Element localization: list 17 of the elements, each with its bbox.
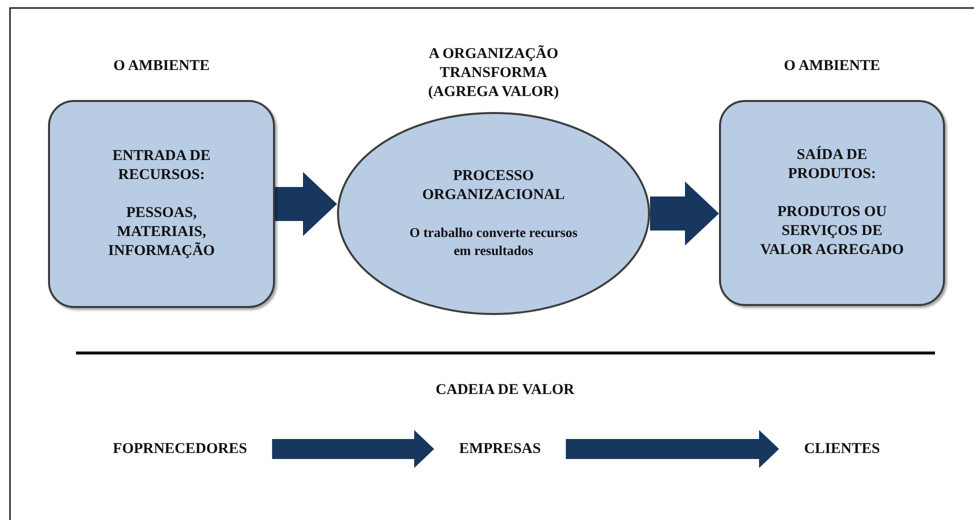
chain-stage: FOPRNECEDORES [112,437,248,461]
shape-text: PRODUTOS OU SERVIÇOS DE VALOR AGREGADO [759,203,905,260]
section-heading: O AMBIENTE [782,57,882,76]
shape-title: PROCESSO ORGANIZACIONAL [421,167,566,205]
section-heading: CADEIA DE VALOR [434,382,576,399]
block-arrow [566,430,780,468]
block-arrow [272,430,434,468]
block-arrow [275,172,337,236]
block-arrow [650,182,719,246]
chain-stage: EMPRESAS [459,437,541,461]
section-heading: O AMBIENTE [112,57,211,76]
shape-title: ENTRADA DE RECURSOS: [112,147,212,185]
chain-stage: CLIENTES [804,437,880,461]
shape-text: PESSOAS, MATERIAIS, INFORMAÇÃO [107,204,216,261]
shape-title: SAÍDA DE PRODUTOS: [786,146,878,184]
section-heading: A ORGANIZAÇÃO TRANSFORMA (AGREGA VALOR) [427,45,560,102]
shape-text: O trabalho converte recursos em resultados [408,224,578,260]
